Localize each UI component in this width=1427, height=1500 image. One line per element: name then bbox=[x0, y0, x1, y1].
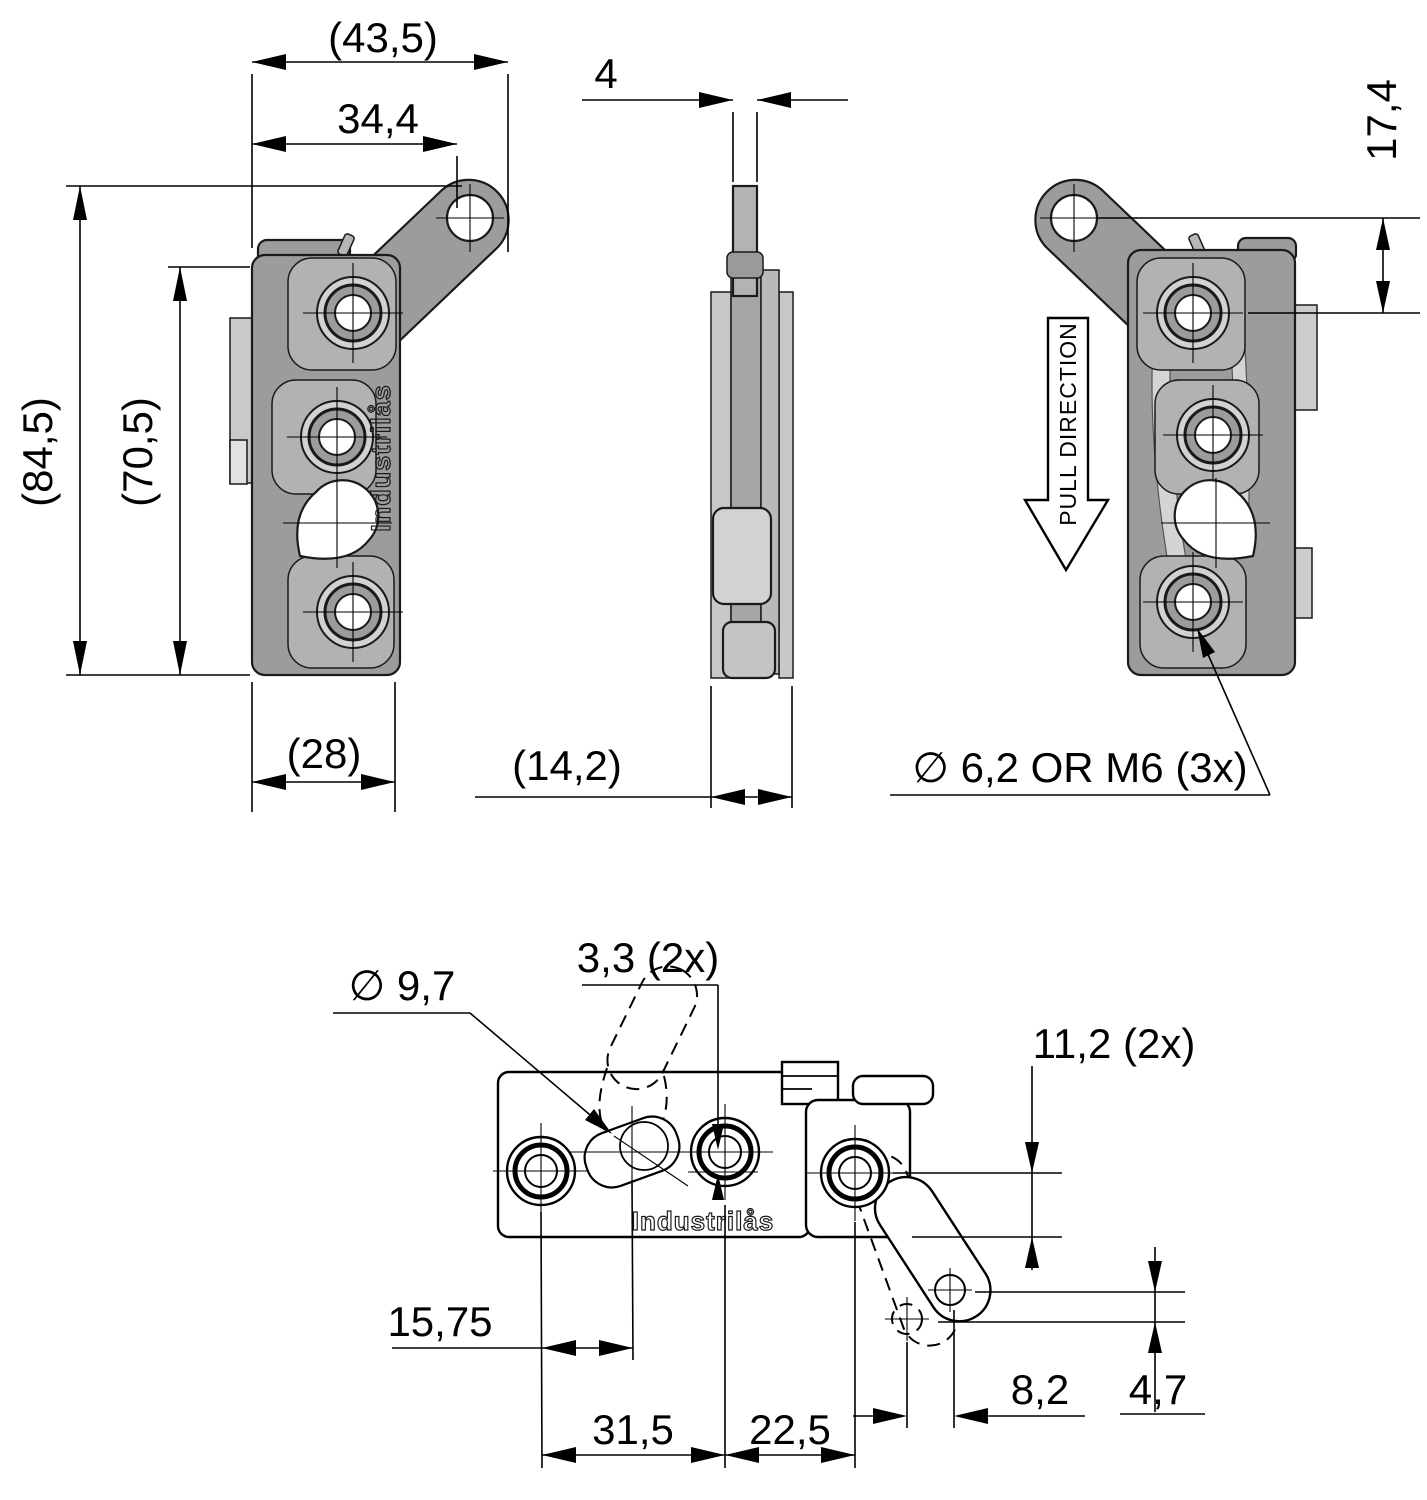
dim-lever-dy: 4,7 bbox=[1129, 1366, 1187, 1413]
dim-hole-pitch-a: 31,5 bbox=[592, 1406, 674, 1453]
front-keyhole-cutout bbox=[296, 479, 380, 560]
front-view-dimensions: (43,5) 34,4 (84,5) (70,5) (28) bbox=[14, 14, 509, 812]
back-view-dimensions: 17,4 ∅ 6,2 OR M6 (3x) bbox=[890, 79, 1420, 796]
front-logo-text: Industrilås bbox=[366, 384, 396, 532]
dim-tab-thickness: 4 bbox=[594, 50, 617, 97]
dim-keyhole-dia: ∅ 9,7 bbox=[349, 962, 456, 1009]
back-view: PULL DIRECTION bbox=[1022, 178, 1318, 677]
bottom-view: Industrilås bbox=[493, 965, 992, 1347]
pull-direction-arrow bbox=[1022, 316, 1111, 573]
dim-overall-height: (84,5) bbox=[14, 397, 61, 507]
dim-body-height: (70,5) bbox=[114, 397, 161, 507]
dim-pin-offset: 3,3 (2x) bbox=[577, 934, 719, 981]
back-mount-lip bbox=[1292, 304, 1318, 411]
front-mount-lip-step bbox=[229, 439, 248, 485]
side-pivot-block bbox=[726, 251, 764, 279]
side-plate-inner bbox=[760, 269, 780, 675]
side-plate-right bbox=[778, 291, 794, 679]
dim-depth: (14,2) bbox=[512, 742, 622, 789]
side-foot bbox=[721, 620, 777, 680]
dim-lever-dx: 8,2 bbox=[1011, 1366, 1069, 1413]
back-keyhole-cutout bbox=[1173, 479, 1257, 560]
bottom-keyhole-slot bbox=[570, 1106, 690, 1194]
side-cushion bbox=[711, 506, 773, 606]
dim-arm-hole-offset: 17,4 bbox=[1358, 79, 1405, 161]
side-view bbox=[710, 184, 794, 680]
bottom-ghost-handle bbox=[598, 965, 698, 1139]
dim-hole-span: 34,4 bbox=[337, 95, 419, 142]
dim-overall-width: (43,5) bbox=[328, 14, 438, 61]
dim-hole-pitch-b: 22,5 bbox=[749, 1406, 831, 1453]
pull-direction-label: PULL DIRECTION bbox=[1055, 322, 1081, 526]
dim-edge-offset: 11,2 (2x) bbox=[1033, 1020, 1196, 1067]
side-plate-left bbox=[710, 291, 732, 679]
side-view-dimensions: 4 (14,2) bbox=[475, 50, 848, 808]
bottom-logo-text: Industrilås bbox=[632, 1206, 774, 1236]
note-mount-holes: ∅ 6,2 OR M6 (3x) bbox=[912, 744, 1247, 791]
bottom-view-dimensions: 3,3 (2x) ∅ 9,7 11,2 (2x) 15,75 31,5 22,5 bbox=[333, 934, 1205, 1469]
dim-keyhole-pos: 15,75 bbox=[387, 1298, 492, 1345]
bottom-step-block bbox=[780, 1060, 840, 1106]
bottom-lever bbox=[873, 1175, 992, 1341]
dim-body-width: (28) bbox=[287, 730, 362, 777]
front-view: Industrilås bbox=[229, 178, 510, 677]
side-core bbox=[730, 261, 762, 679]
bottom-keeper-tab bbox=[851, 1074, 935, 1106]
side-top-tab bbox=[731, 184, 759, 298]
